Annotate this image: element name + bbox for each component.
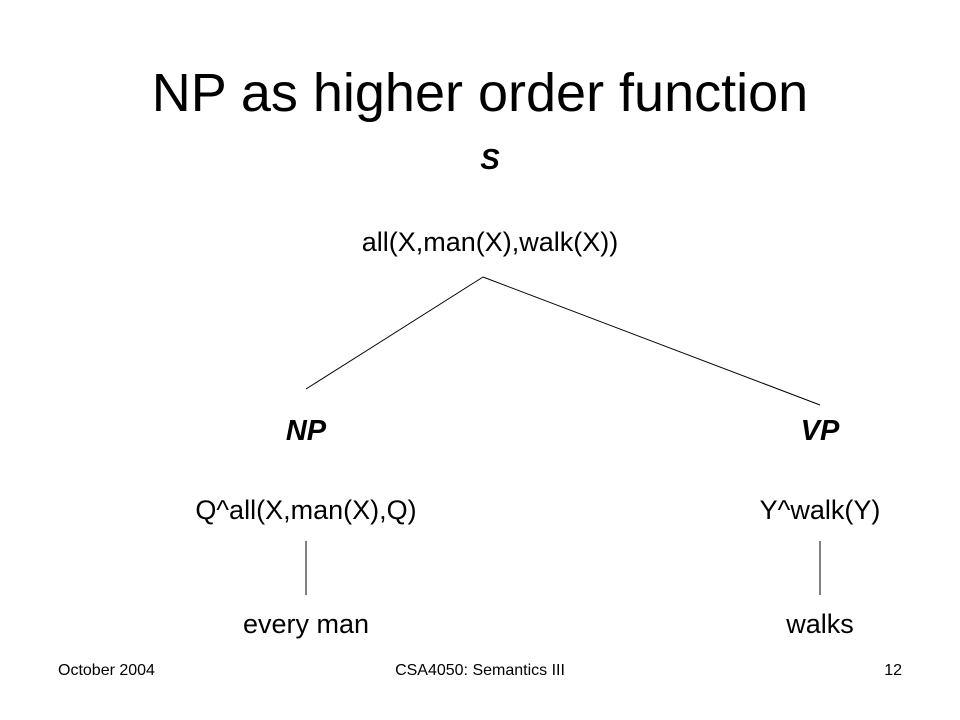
footer-date: October 2004 xyxy=(58,662,155,679)
root-semantics: all(X,man(X),walk(X)) xyxy=(361,227,619,257)
edge-s-vp xyxy=(482,276,821,406)
footer-page-number: 12 xyxy=(884,662,902,679)
footer-course: CSA4050: Semantics III xyxy=(395,662,565,679)
vp-words: walks xyxy=(786,609,854,639)
vp-category-label: VP xyxy=(800,415,840,447)
vp-semantics: Y^walk(Y) xyxy=(759,495,881,525)
edge-s-np xyxy=(305,276,484,390)
slide-title: NP as higher order function xyxy=(151,63,809,123)
np-category-label: NP xyxy=(285,415,327,447)
np-semantics: Q^all(X,man(X),Q) xyxy=(195,495,417,525)
root-category-label: S xyxy=(480,144,500,176)
np-words: every man xyxy=(242,609,370,639)
